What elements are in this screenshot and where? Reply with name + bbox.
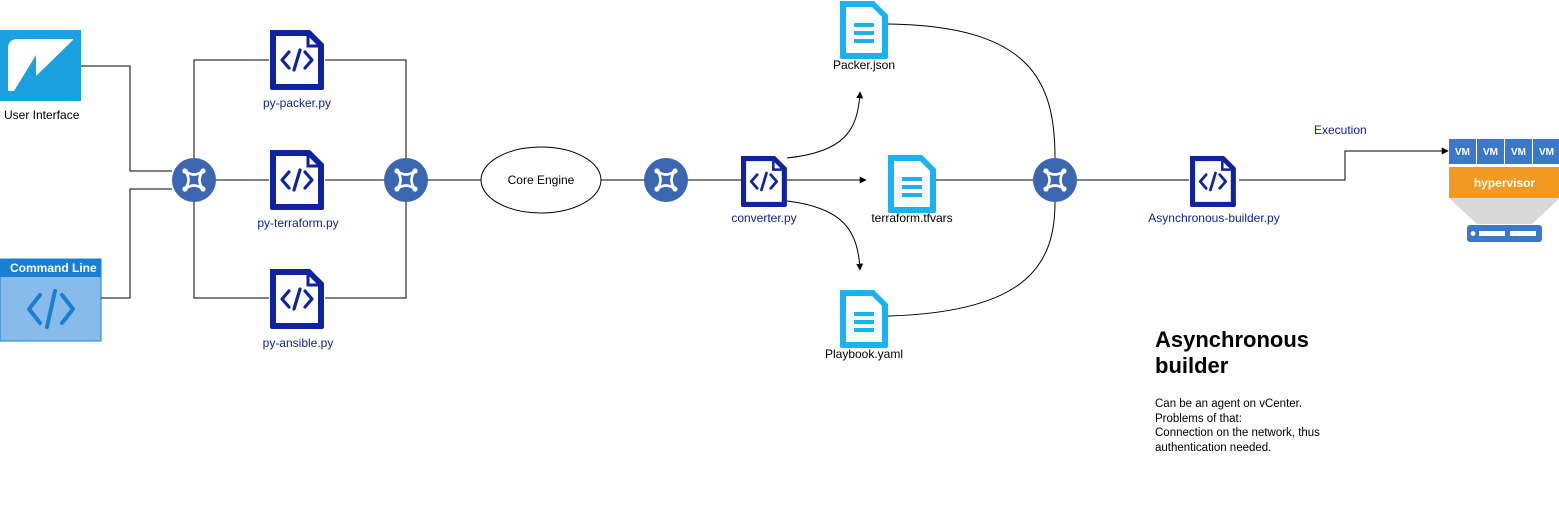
server-icon [1467,225,1542,242]
edge-packer-hub2 [325,59,407,158]
note-line: authentication needed. [1155,441,1272,454]
py-terraform-label: py-terraform.py [257,216,339,230]
edge-async-hypervisor [1239,147,1449,181]
hypervisor-node[interactable]: hypervisor [1449,167,1559,224]
command-line-icon[interactable] [0,258,102,342]
terraform-tfvars-label: terraform.tfvars [871,211,953,225]
execution-label: Execution [1314,123,1367,137]
playbook-yaml-label: Playbook.yaml [824,347,904,361]
py-ansible-label: py-ansible.py [262,336,334,350]
user-interface-label: User Interface [4,108,80,122]
edge-ui-hub1 [81,65,172,172]
edge-converter-packer-json [786,91,864,159]
note-line: Can be an agent on vCenter. [1155,398,1303,410]
hub-icon [170,156,218,204]
edge-converter-playbook [786,200,864,271]
edge-hub1-packer [193,59,269,158]
note-body: Can be an agent on vCenter. Problems of … [1155,397,1320,455]
vm-tile [1477,139,1504,164]
note-line: Connection on the network, thus [1155,427,1320,439]
edge-packer-json-hub4 [887,23,1056,159]
hub-icon [1031,156,1079,204]
vm-tile [1505,139,1532,164]
vm-tile [1449,139,1476,164]
note-title-line: Asynchronous [1155,327,1310,352]
vm-label: VM [1511,147,1526,158]
note-title-line: builder [1155,353,1229,378]
edge-ansible-hub2 [325,202,407,299]
core-engine-node[interactable] [480,146,602,214]
packer-json-label: Packer.json [832,58,896,72]
converter-label: converter.py [731,211,797,225]
playbook-yaml-document-icon[interactable] [840,290,888,348]
user-interface-icon[interactable] [0,30,81,101]
hub-icon [642,156,690,204]
vm-label: VM [1455,147,1470,158]
core-engine-label: Core Engine [507,173,575,187]
edge-playbook-hub4 [887,201,1056,317]
py-terraform-code-icon[interactable] [268,148,326,212]
vm-tiles: VM VM VM VM [1449,139,1559,164]
note-line: Problems of that: [1155,412,1242,425]
converter-code-icon[interactable] [739,154,789,209]
vm-label: VM [1483,147,1498,158]
async-builder-label: Asynchronous-builder.py [1148,211,1280,225]
vm-tile [1533,139,1559,164]
edge-hub1-ansible [193,202,269,299]
py-ansible-code-icon[interactable] [268,267,326,331]
vm-label: VM [1539,147,1554,158]
packer-json-document-icon[interactable] [840,1,888,59]
connectors [81,23,1449,317]
async-builder-code-icon[interactable] [1188,154,1238,209]
edge-cmd-hub1 [101,188,172,299]
command-line-label: Command Line [10,261,97,275]
py-packer-label: py-packer.py [262,96,332,110]
hub-icon [382,156,430,204]
terraform-tfvars-document-icon[interactable] [888,155,936,213]
note-title: Asynchronous builder [1155,327,1309,379]
py-packer-code-icon[interactable] [268,28,326,92]
hypervisor-label: hypervisor [1474,176,1536,190]
